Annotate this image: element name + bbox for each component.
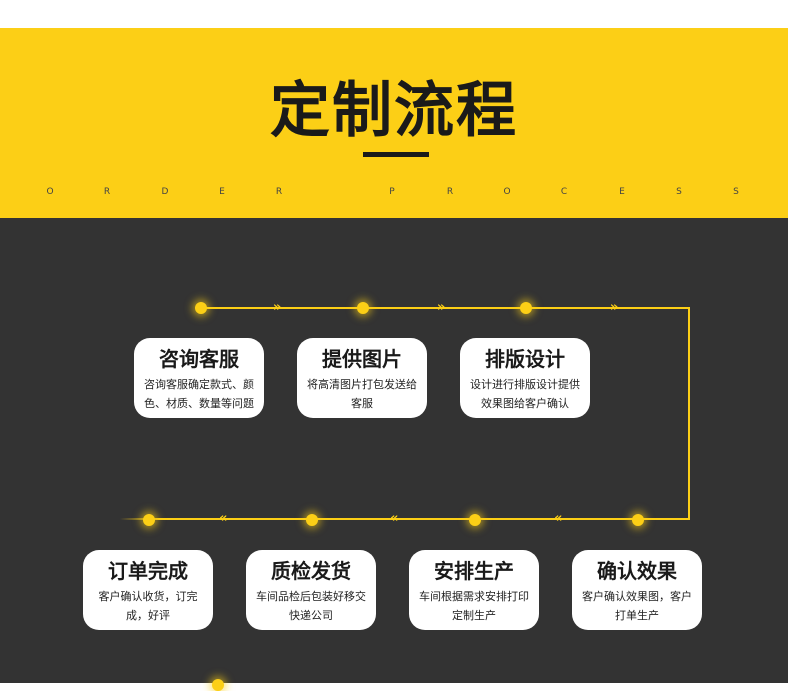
subtitle-letter: C <box>560 187 568 197</box>
flow-node <box>357 302 369 314</box>
step-title: 咨询客服 <box>159 347 239 371</box>
title-underline <box>363 152 429 157</box>
step-title: 提供图片 <box>322 347 402 371</box>
step-card-consult: 咨询客服 咨询客服确定款式、颜色、材质、数量等问题 <box>134 338 264 418</box>
step-card-layout-design: 排版设计 设计进行排版设计提供效果图给客户确认 <box>460 338 590 418</box>
chevron-right-icon: » <box>610 300 619 315</box>
subtitle-letter: P <box>389 187 395 197</box>
chevron-left-icon: « <box>219 511 228 526</box>
step-card-confirm-effect: 确认效果 客户确认效果图，客户打单生产 <box>572 550 702 630</box>
step-title: 确认效果 <box>597 559 677 583</box>
chevron-left-icon: « <box>390 511 399 526</box>
flow-line-right <box>688 307 690 520</box>
step-card-order-complete: 订单完成 客户确认收货，订完成，好评 <box>83 550 213 630</box>
subtitle-letter: D <box>161 187 169 197</box>
subtitle-letter: S <box>676 187 682 197</box>
step-card-provide-image: 提供图片 将高清图片打包发送给客服 <box>297 338 427 418</box>
subtitle-letter: R <box>275 187 283 197</box>
subtitle-letter: E <box>619 187 625 197</box>
step-desc: 客户确认收货，订完成，好评 <box>98 590 198 622</box>
subtitle-letter: E <box>219 187 225 197</box>
step-desc: 咨询客服确定款式、颜色、材质、数量等问题 <box>144 378 254 410</box>
subtitle-letter: O <box>46 187 54 197</box>
flow-line-middle <box>120 518 690 520</box>
step-desc: 车间根据需求安排打印定制生产 <box>419 590 529 622</box>
chevron-right-icon: » <box>437 300 446 315</box>
subtitle-letter: R <box>446 187 454 197</box>
page-title: 定制流程 <box>270 76 518 146</box>
chevron-right-icon: » <box>273 300 282 315</box>
flow-line-top <box>200 307 690 309</box>
flow-node <box>306 514 318 526</box>
flow-node <box>469 514 481 526</box>
step-desc: 车间品检后包装好移交快递公司 <box>256 590 366 622</box>
subtitle-letter: O <box>503 187 511 197</box>
step-title: 排版设计 <box>485 347 565 371</box>
chevron-left-icon: « <box>554 511 563 526</box>
step-desc: 客户确认效果图，客户打单生产 <box>582 590 692 622</box>
flow-node <box>143 514 155 526</box>
flow-node <box>520 302 532 314</box>
flow-node <box>195 302 207 314</box>
step-card-inspect-ship: 质检发货 车间品检后包装好移交快递公司 <box>246 550 376 630</box>
step-title: 订单完成 <box>108 559 188 583</box>
header-banner: 定制流程 O R D E R P R O C E S S <box>0 28 788 218</box>
step-title: 质检发货 <box>271 559 351 583</box>
step-desc: 将高清图片打包发送给客服 <box>307 378 417 410</box>
step-title: 安排生产 <box>434 559 514 583</box>
flow-node <box>632 514 644 526</box>
flow-node <box>212 679 224 691</box>
subtitle-letter: R <box>103 187 111 197</box>
step-card-production: 安排生产 车间根据需求安排打印定制生产 <box>409 550 539 630</box>
subtitle-letter: S <box>733 187 739 197</box>
step-desc: 设计进行排版设计提供效果图给客户确认 <box>470 378 580 410</box>
top-margin <box>0 0 788 28</box>
